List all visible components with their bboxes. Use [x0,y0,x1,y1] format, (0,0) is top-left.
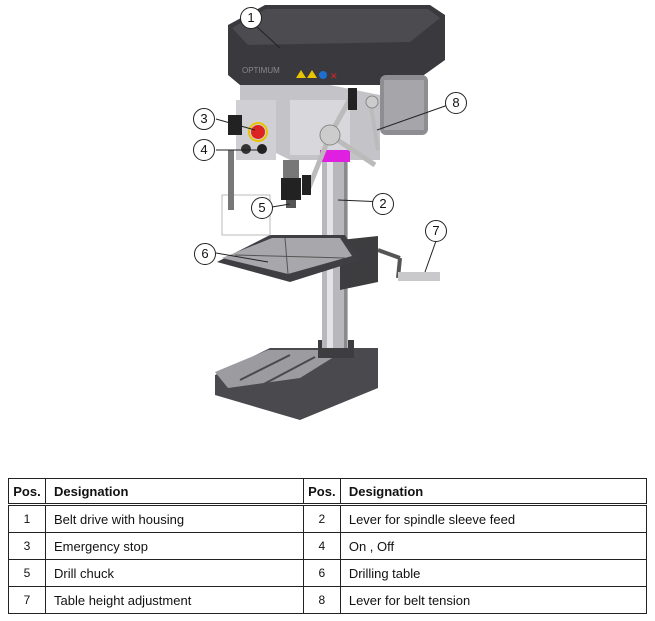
svg-text:✕: ✕ [330,71,338,81]
header-pos: Pos. [302,478,341,506]
pos-cell: 5 [8,559,46,587]
header-designation: Designation [339,478,648,506]
callout-7: 7 [425,220,447,242]
pos-cell: 6 [302,559,341,587]
designation-cell: Table height adjustment [45,586,304,614]
callout-3: 3 [193,108,215,130]
designation-cell: Emergency stop [45,532,304,560]
designation-cell: Lever for belt tension [339,586,648,614]
header-pos: Pos. [8,478,46,506]
callout-5: 5 [251,197,273,219]
pos-cell: 3 [8,532,46,560]
designation-cell: Belt drive with housing [45,504,304,533]
callout-4: 4 [193,139,215,161]
pos-cell: 7 [8,586,46,614]
callout-2: 2 [372,193,394,215]
callout-1: 1 [240,7,262,29]
drill-press-figure: OPTIMUM ✕ 1 2 3 4 5 6 7 8 [193,5,467,420]
table-row: 7 Table height adjustment 8 Lever for be… [8,586,648,614]
header-designation: Designation [45,478,304,506]
parts-legend-table: Pos. Designation Pos. Designation 1 Belt… [8,478,648,614]
designation-cell: On , Off [339,532,648,560]
pos-cell: 1 [8,504,46,533]
legend-header-row: Pos. Designation Pos. Designation [8,478,648,506]
drill-press-illustration: OPTIMUM ✕ [215,5,449,420]
pos-cell: 2 [302,504,341,533]
designation-cell: Lever for spindle sleeve feed [339,504,648,533]
callout-8: 8 [445,92,467,114]
table-row: 3 Emergency stop 4 On , Off [8,532,648,560]
table-row: 5 Drill chuck 6 Drilling table [8,559,648,587]
svg-text:OPTIMUM: OPTIMUM [242,66,280,75]
pos-cell: 8 [302,586,341,614]
designation-cell: Drill chuck [45,559,304,587]
table-row: 1 Belt drive with housing 2 Lever for sp… [8,504,648,533]
designation-cell: Drilling table [339,559,648,587]
callout-6: 6 [194,243,216,265]
pos-cell: 4 [302,532,341,560]
